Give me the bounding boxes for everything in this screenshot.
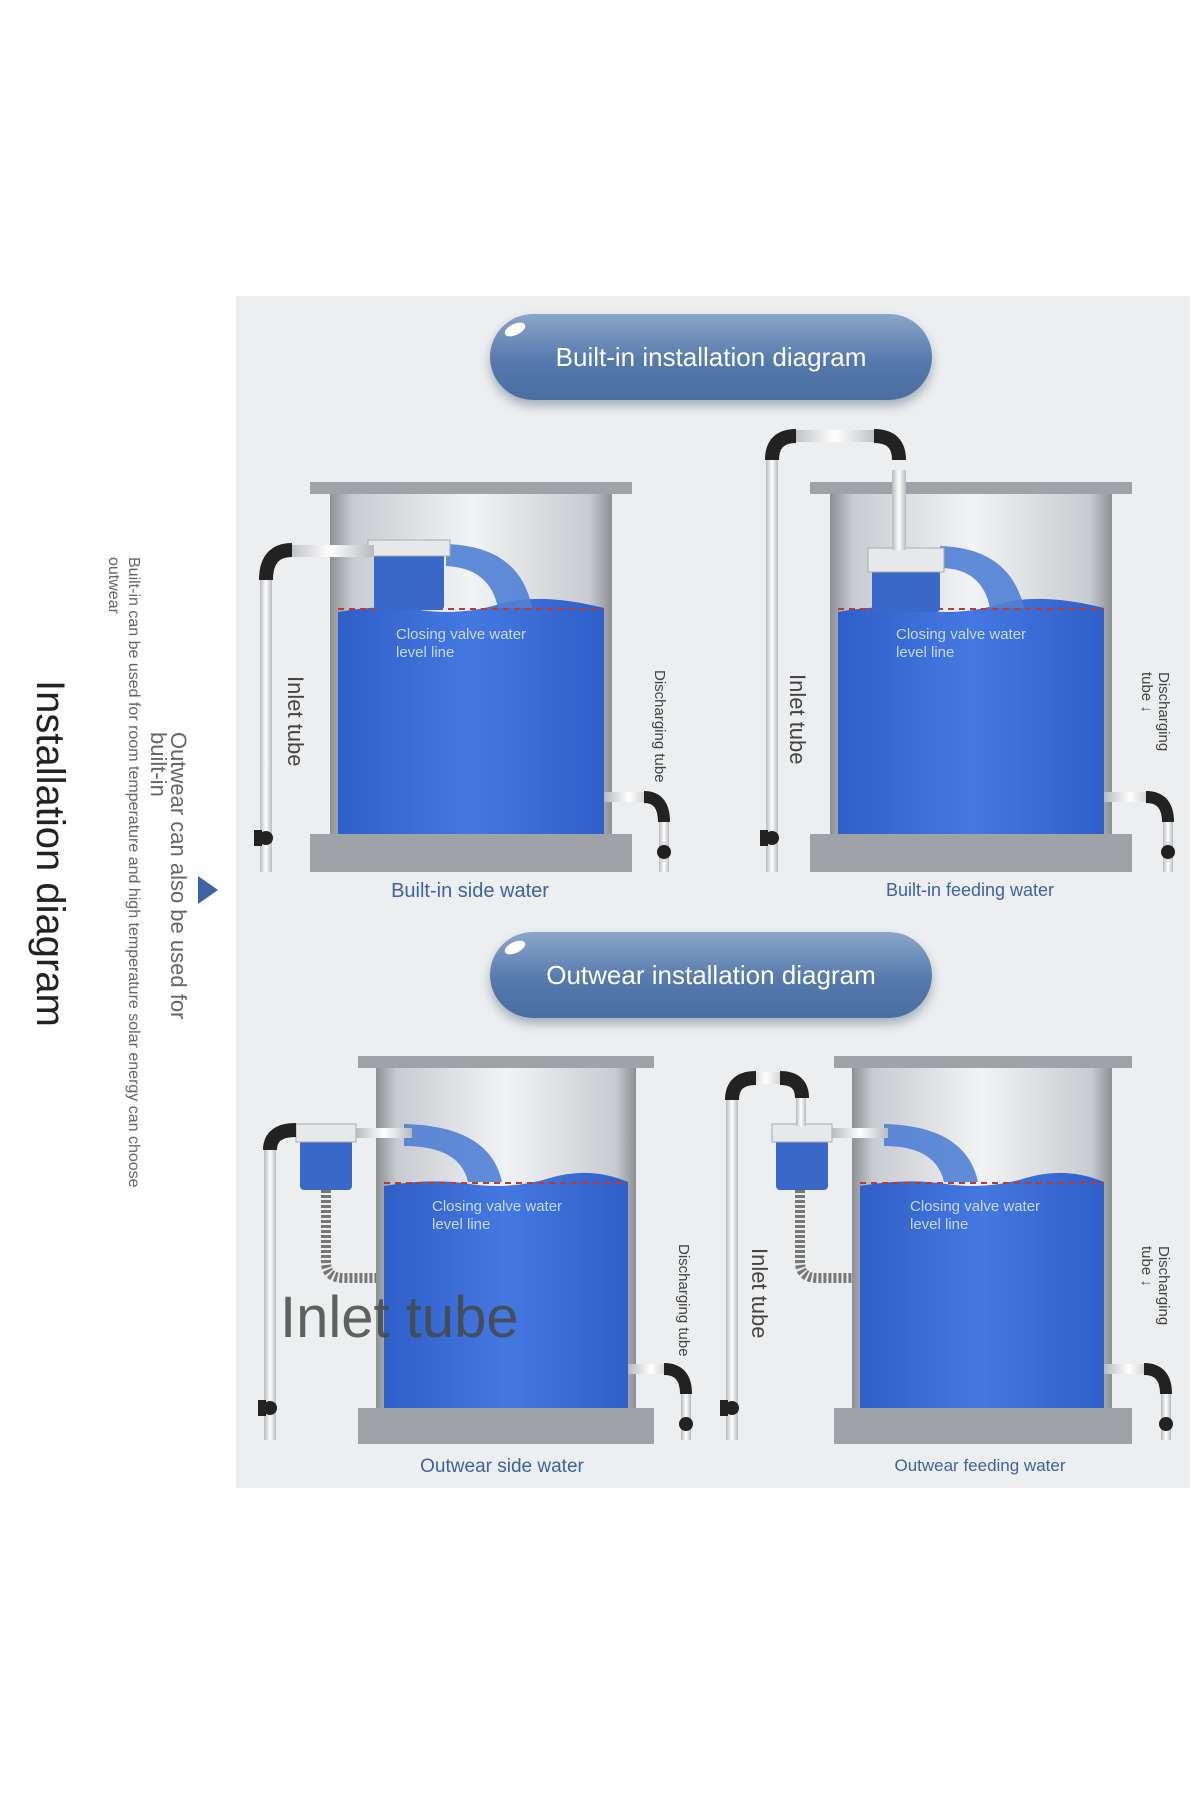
discharge-tube-label: Discharging tube <box>675 1244 692 1357</box>
caption-builtin-feeding: Built-in feeding water <box>885 880 1055 900</box>
level-label: Closing valve water level line <box>432 1198 563 1233</box>
caption-outwear-feeding: Outwear feeding water <box>894 1456 1066 1475</box>
outwear-header-text: Outwear installation diagram <box>546 959 876 990</box>
discharge-tube-label: Discharging tube ↓ <box>1138 1246 1172 1326</box>
builtin-header: Built-in installation diagram <box>490 314 932 400</box>
level-label: Closing valve water level line <box>910 1198 1041 1233</box>
discharge-tube-label: Discharging tube <box>651 670 668 783</box>
tank-builtin-side <box>254 482 671 872</box>
inlet-tube-watermark: Inlet tube <box>280 1285 519 1350</box>
tank-outwear-feeding <box>720 1056 1173 1444</box>
inlet-tube-label: Inlet tube <box>747 1248 772 1339</box>
level-label: Closing valve water level line <box>896 626 1027 661</box>
builtin-header-text: Built-in installation diagram <box>555 341 867 372</box>
outwear-header: Outwear installation diagram <box>490 932 932 1018</box>
discharge-tube-label: Discharging tube ↓ <box>1138 672 1172 752</box>
level-label: Closing valve water level line <box>396 626 527 661</box>
caption-outwear-side: Outwear side water <box>420 1456 584 1477</box>
inlet-tube-label: Inlet tube <box>283 676 308 767</box>
inlet-tube-label: Inlet tube <box>785 674 810 765</box>
tank-outwear-side <box>258 1056 693 1444</box>
arrow-right-icon <box>198 876 218 904</box>
caption-builtin-side: Built-in side water <box>391 880 549 902</box>
tank-builtin-feeding <box>760 429 1175 872</box>
